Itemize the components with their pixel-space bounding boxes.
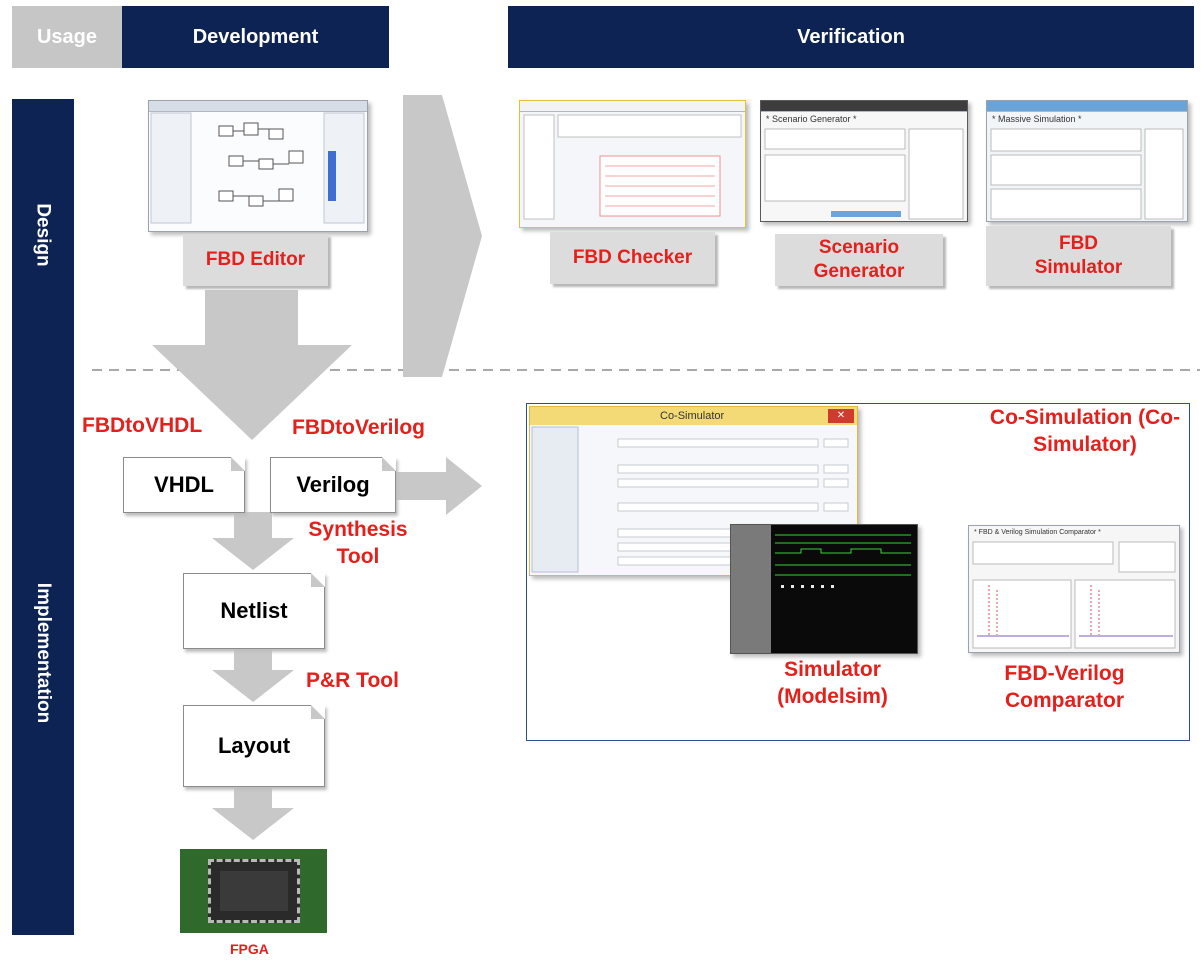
fbd-simulator-label: FBD Simulator bbox=[986, 226, 1171, 286]
vhdl-label: VHDL bbox=[154, 472, 214, 497]
cosimulation-title: Co-Simulation (Co-Simulator) bbox=[989, 406, 1181, 456]
fbd-diagram-thumbnail bbox=[150, 112, 365, 224]
editor-down-arrow bbox=[152, 290, 352, 440]
implementation-sidebar: Implementation bbox=[12, 371, 74, 935]
netlist-document: Netlist bbox=[183, 573, 325, 649]
cosim-window-title: Co-Simulator bbox=[660, 410, 725, 422]
usage-label: Usage bbox=[36, 25, 98, 48]
fbd-editor-screenshot bbox=[148, 100, 368, 232]
fpga-chip-image bbox=[180, 849, 327, 933]
development-header: Development bbox=[122, 6, 389, 68]
simulator-thumbnail bbox=[990, 128, 1184, 220]
pr-arrow bbox=[212, 646, 294, 702]
design-sidebar: Design bbox=[12, 99, 74, 371]
development-label: Development bbox=[192, 25, 319, 48]
cosimulation-box bbox=[526, 403, 1190, 741]
fpga-label: FPGA bbox=[230, 941, 269, 957]
verilog-to-cosim-arrow bbox=[396, 457, 482, 515]
scenario-generator-screenshot: * Scenario Generator * bbox=[760, 100, 968, 222]
verilog-document: Verilog bbox=[270, 457, 396, 513]
fpga-arrow bbox=[212, 788, 294, 840]
layout-label: Layout bbox=[217, 733, 291, 758]
synthesis-arrow bbox=[212, 512, 294, 570]
modelsim-window bbox=[730, 524, 918, 654]
modelsim-waveforms bbox=[775, 534, 911, 588]
comparator-label: FBD-Verilog Comparator bbox=[1004, 662, 1125, 712]
fbd-to-vhdl-label: FBDtoVHDL bbox=[82, 414, 203, 437]
checker-thumbnail bbox=[523, 114, 742, 220]
modelsim-sidebar bbox=[731, 525, 771, 653]
fbd-to-verilog-label: FBDtoVerilog bbox=[292, 416, 426, 439]
cosimulator-window: Co-Simulator ✕ bbox=[529, 406, 858, 576]
fbd-checker-label: FBD Checker bbox=[550, 232, 715, 284]
fbd-checker-screenshot bbox=[519, 100, 746, 228]
fbd-editor-label: FBD Editor bbox=[183, 234, 328, 286]
pr-tool-label: P&R Tool bbox=[306, 669, 399, 692]
verilog-label: Verilog bbox=[296, 472, 370, 497]
comparator-window: * FBD & Verilog Simulation Comparator * bbox=[968, 525, 1180, 653]
synthesis-tool-label: Synthesis Tool bbox=[308, 518, 408, 568]
verification-header: Verification bbox=[508, 6, 1194, 68]
simulator-window-title: * Massive Simulation * bbox=[992, 114, 1082, 124]
scenario-generator-label: Scenario Generator bbox=[775, 234, 943, 286]
netlist-label: Netlist bbox=[220, 598, 288, 623]
scenario-window-title: * Scenario Generator * bbox=[766, 114, 857, 124]
usage-header: Usage bbox=[12, 6, 122, 68]
simulator-label: Simulator (Modelsim) bbox=[777, 658, 888, 708]
comparator-thumbnail bbox=[972, 541, 1176, 649]
scenario-generator-text: Scenario Generator bbox=[813, 237, 905, 282]
design-to-verification-arrow bbox=[403, 95, 482, 377]
layout-document: Layout bbox=[183, 705, 325, 787]
fbd-simulator-text: FBD Simulator bbox=[1034, 233, 1123, 278]
cosim-title-bar: Co-Simulator ✕ bbox=[530, 407, 857, 425]
fbd-simulator-screenshot: * Massive Simulation * bbox=[986, 100, 1188, 222]
vhdl-document: VHDL bbox=[123, 457, 245, 513]
cosim-thumbnail bbox=[531, 426, 849, 573]
fpga-chip-die bbox=[220, 871, 288, 911]
scenario-thumbnail bbox=[764, 128, 964, 220]
comparator-window-title: * FBD & Verilog Simulation Comparator * bbox=[974, 529, 1101, 536]
verification-label: Verification bbox=[797, 25, 905, 48]
close-icon[interactable]: ✕ bbox=[828, 409, 854, 423]
